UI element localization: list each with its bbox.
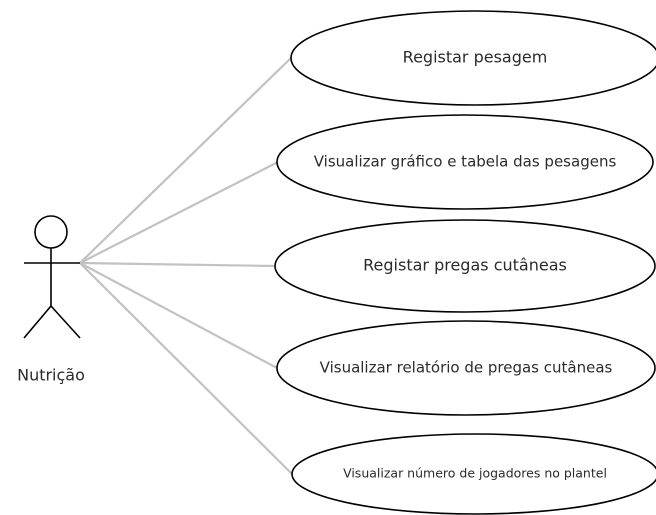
association-line-4	[79, 262, 278, 369]
use-case-registar-pregas-cutaneas[interactable]: Registar pregas cutâneas	[274, 219, 656, 313]
actor-left-leg	[23, 305, 52, 339]
actor-right-leg	[50, 305, 81, 339]
actor: Nutrição	[17, 215, 85, 385]
associations	[79, 56, 293, 475]
use-case-visualizar-numero-jogadores[interactable]: Visualizar número de jogadores no plante…	[291, 433, 656, 515]
actor-head	[34, 215, 68, 249]
use-case-label: Registar pregas cutâneas	[363, 256, 567, 275]
use-case-ellipse	[290, 10, 656, 106]
use-case-visualizar-relatorio-pregas[interactable]: Visualizar relatório de pregas cutâneas	[276, 320, 656, 416]
actor-label: Nutrição	[17, 366, 85, 385]
association-line-2	[79, 161, 279, 264]
use-case-ellipse	[291, 433, 656, 515]
use-case-label: Visualizar número de jogadores no plante…	[343, 466, 607, 481]
association-line-5	[79, 262, 293, 475]
use-case-visualizar-grafico-pesagens[interactable]: Visualizar gráfico e tabela das pesagens	[276, 114, 654, 210]
use-case-label: Visualizar relatório de pregas cutâneas	[320, 359, 613, 377]
use-case-label: Visualizar gráfico e tabela das pesagens	[314, 153, 617, 171]
use-case-ellipse	[274, 219, 656, 313]
use-case-ellipse	[276, 320, 656, 416]
use-case-registar-pesagem[interactable]: Registar pesagem	[290, 10, 656, 106]
association-line-3	[79, 261, 275, 268]
use-case-label: Registar pesagem	[403, 48, 548, 67]
association-line-1	[79, 56, 293, 264]
use-case-ellipse	[276, 114, 654, 210]
